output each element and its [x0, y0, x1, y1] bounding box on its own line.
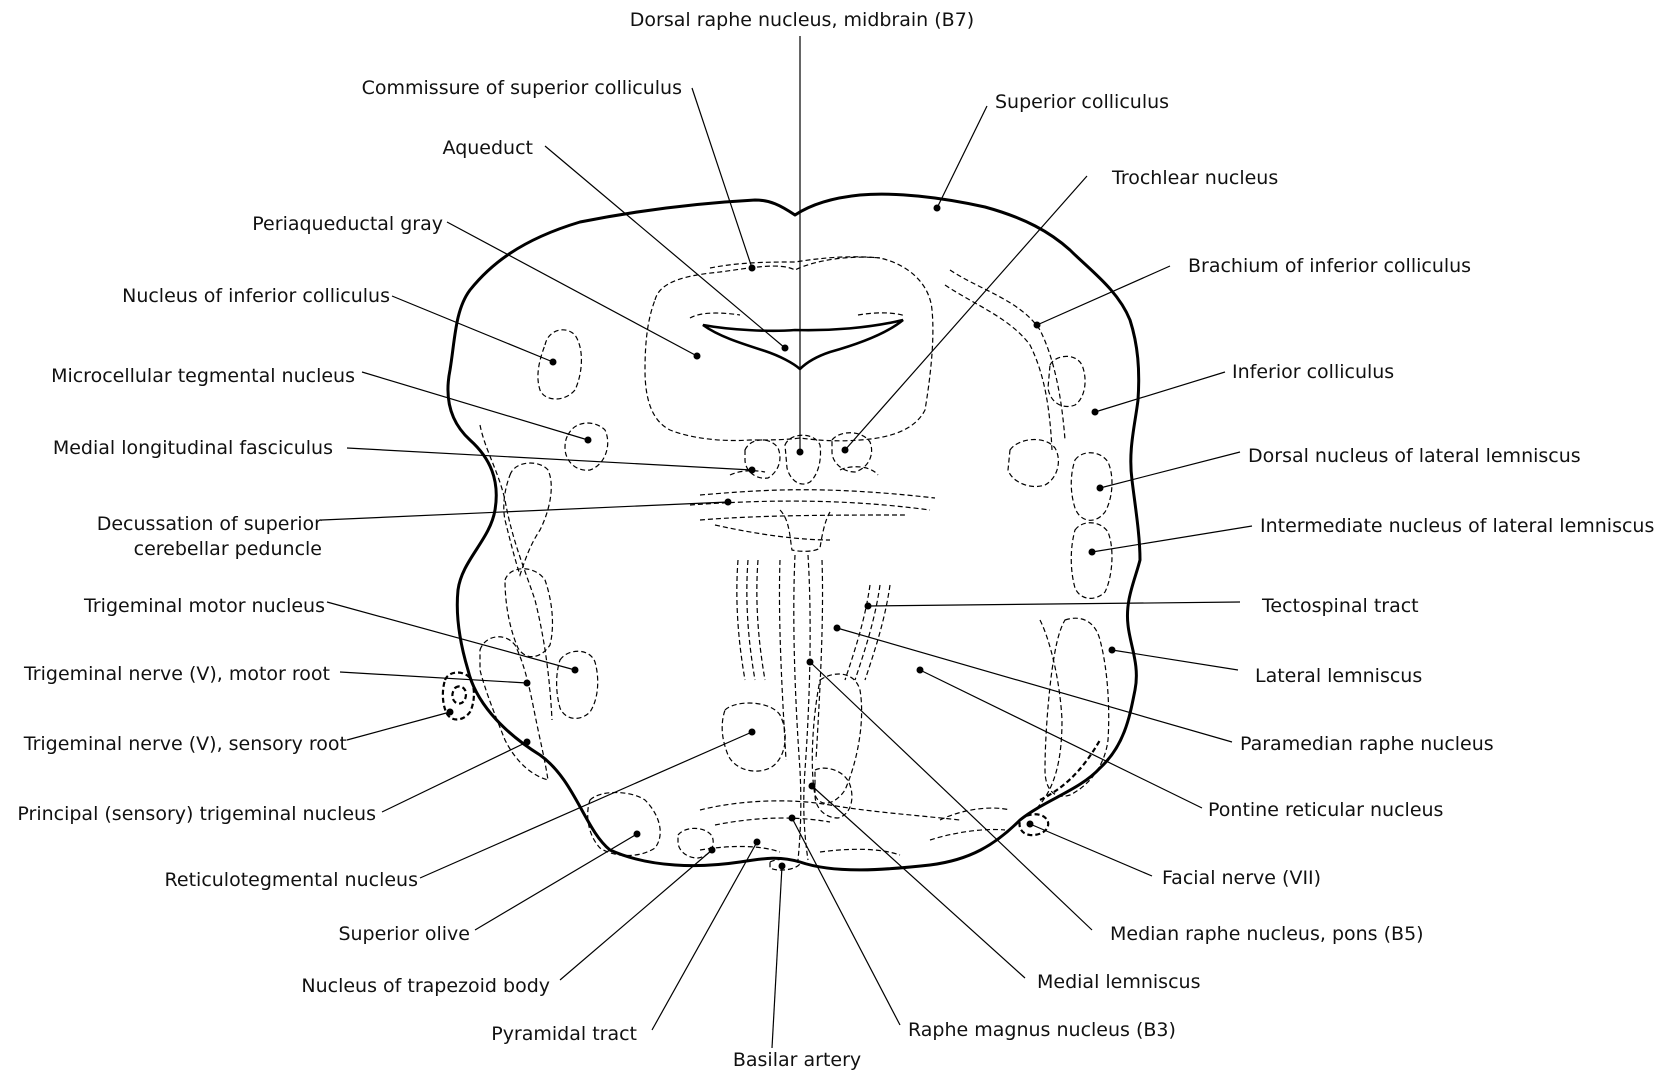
label-nucleus-inferior-colliculus: Nucleus of inferior colliculus [122, 285, 390, 307]
medial-lemniscus-band [699, 800, 961, 826]
decussation-center [779, 509, 831, 552]
trochlear-region [831, 432, 873, 473]
trapezoid-body-shape [677, 827, 714, 859]
label-commissure-superior-colliculus: Commissure of superior colliculus [362, 77, 682, 99]
commissure-dash [709, 256, 881, 269]
paramedian-columns [778, 559, 824, 761]
label-microcellular-tegmental: Microcellular tegmental nucleus [51, 365, 355, 387]
label-reticulotegmental: Reticulotegmental nucleus [165, 869, 418, 891]
facial-nerve-shape [1018, 813, 1050, 837]
label-facial-nerve: Facial nerve (VII) [1162, 867, 1321, 889]
label-trigeminal-motor-nucleus: Trigeminal motor nucleus [83, 595, 325, 617]
principal-trigeminal-shape [479, 636, 549, 781]
label-inferior-colliculus: Inferior colliculus [1232, 361, 1394, 383]
label-medial-longitudinal-fasciculus: Medial longitudinal fasciculus [53, 437, 333, 459]
label-paramedian-raphe: Paramedian raphe nucleus [1240, 733, 1494, 755]
brachium-inferior-colliculus-band [944, 269, 1066, 451]
right-oval-nucleus [1007, 439, 1059, 488]
label-tectospinal-tract: Tectospinal tract [1261, 595, 1419, 617]
median-raphe-columns [793, 554, 811, 861]
facial-nerve-band [1039, 739, 1101, 801]
label-pyramidal-tract: Pyramidal tract [491, 1023, 637, 1045]
lateral-lemniscus-band [1044, 617, 1110, 797]
pyramidal-region [699, 845, 901, 856]
trigeminal-root-circle [441, 671, 475, 721]
left-lateral-column-2 [479, 424, 553, 721]
left-lateral-column [503, 462, 552, 577]
label-intermediate-nucleus-lateral-lemniscus: Intermediate nucleus of lateral lemniscu… [1260, 515, 1654, 537]
raphe-magnus-region [814, 767, 853, 819]
periaqueductal-gray-region [644, 256, 934, 442]
dorsal-raphe-region [784, 434, 822, 485]
microcellular-tegmental-region [564, 422, 609, 471]
pontine-reticular-region [811, 673, 863, 804]
label-superior-colliculus: Superior colliculus [995, 91, 1169, 113]
label-decussation-line2: cerebellar peduncle [134, 538, 322, 560]
label-basilar-artery: Basilar artery [733, 1049, 861, 1071]
section-outline [446, 192, 1142, 872]
label-pontine-reticular: Pontine reticular nucleus [1208, 799, 1443, 821]
aqueduct-outer-dash [689, 312, 906, 319]
reticulotegmental-nucleus-shape [721, 702, 786, 772]
mlf-left [744, 439, 781, 479]
label-trochlear-nucleus: Trochlear nucleus [1111, 167, 1278, 189]
aqueduct-shape [702, 318, 904, 371]
left-lateral-column-3 [504, 568, 554, 658]
inferior-colliculus-right-nucleus [1047, 355, 1086, 408]
decussation-lines [689, 489, 936, 541]
leader-dots [446, 204, 1116, 870]
tectospinal-tract-left [736, 559, 766, 681]
label-principal-trigeminal: Principal (sensory) trigeminal nucleus [17, 803, 376, 825]
label-raphe-magnus: Raphe magnus nucleus (B3) [908, 1019, 1176, 1041]
right-central-region [929, 807, 1011, 841]
dorsal-nucleus-lateral-lemniscus [1070, 452, 1113, 521]
basilar-artery-shape [769, 858, 801, 871]
superior-olive-shape [587, 791, 661, 857]
label-trigeminal-motor-root: Trigeminal nerve (V), motor root [23, 663, 330, 685]
label-brachium-inferior-colliculus: Brachium of inferior colliculus [1188, 255, 1471, 277]
label-trigeminal-sensory-root: Trigeminal nerve (V), sensory root [23, 733, 347, 755]
label-nucleus-trapezoid-body: Nucleus of trapezoid body [301, 975, 550, 997]
label-periaqueductal-gray: Periaqueductal gray [252, 213, 443, 235]
nucleus-inferior-colliculus-left [537, 329, 582, 400]
trigeminal-root-inner [451, 685, 468, 705]
label-aqueduct: Aqueduct [443, 137, 533, 159]
leader-lines [321, 36, 1253, 1049]
label-median-raphe-pons: Median raphe nucleus, pons (B5) [1110, 923, 1424, 945]
label-decussation-line1: Decussation of superior [97, 513, 322, 535]
label-lateral-lemniscus: Lateral lemniscus [1255, 665, 1422, 687]
label-superior-olive: Superior olive [338, 923, 470, 945]
lateral-lemniscus-outer [1034, 619, 1063, 811]
trigeminal-motor-nucleus-shape [556, 650, 599, 719]
label-dorsal-nucleus-lateral-lemniscus: Dorsal nucleus of lateral lemniscus [1248, 445, 1581, 467]
label-medial-lemniscus: Medial lemniscus [1037, 971, 1200, 993]
intermediate-nucleus-lateral-lemniscus [1070, 522, 1113, 599]
mlf-right [729, 466, 879, 476]
label-dorsal-raphe-midbrain: Dorsal raphe nucleus, midbrain (B7) [630, 9, 974, 31]
